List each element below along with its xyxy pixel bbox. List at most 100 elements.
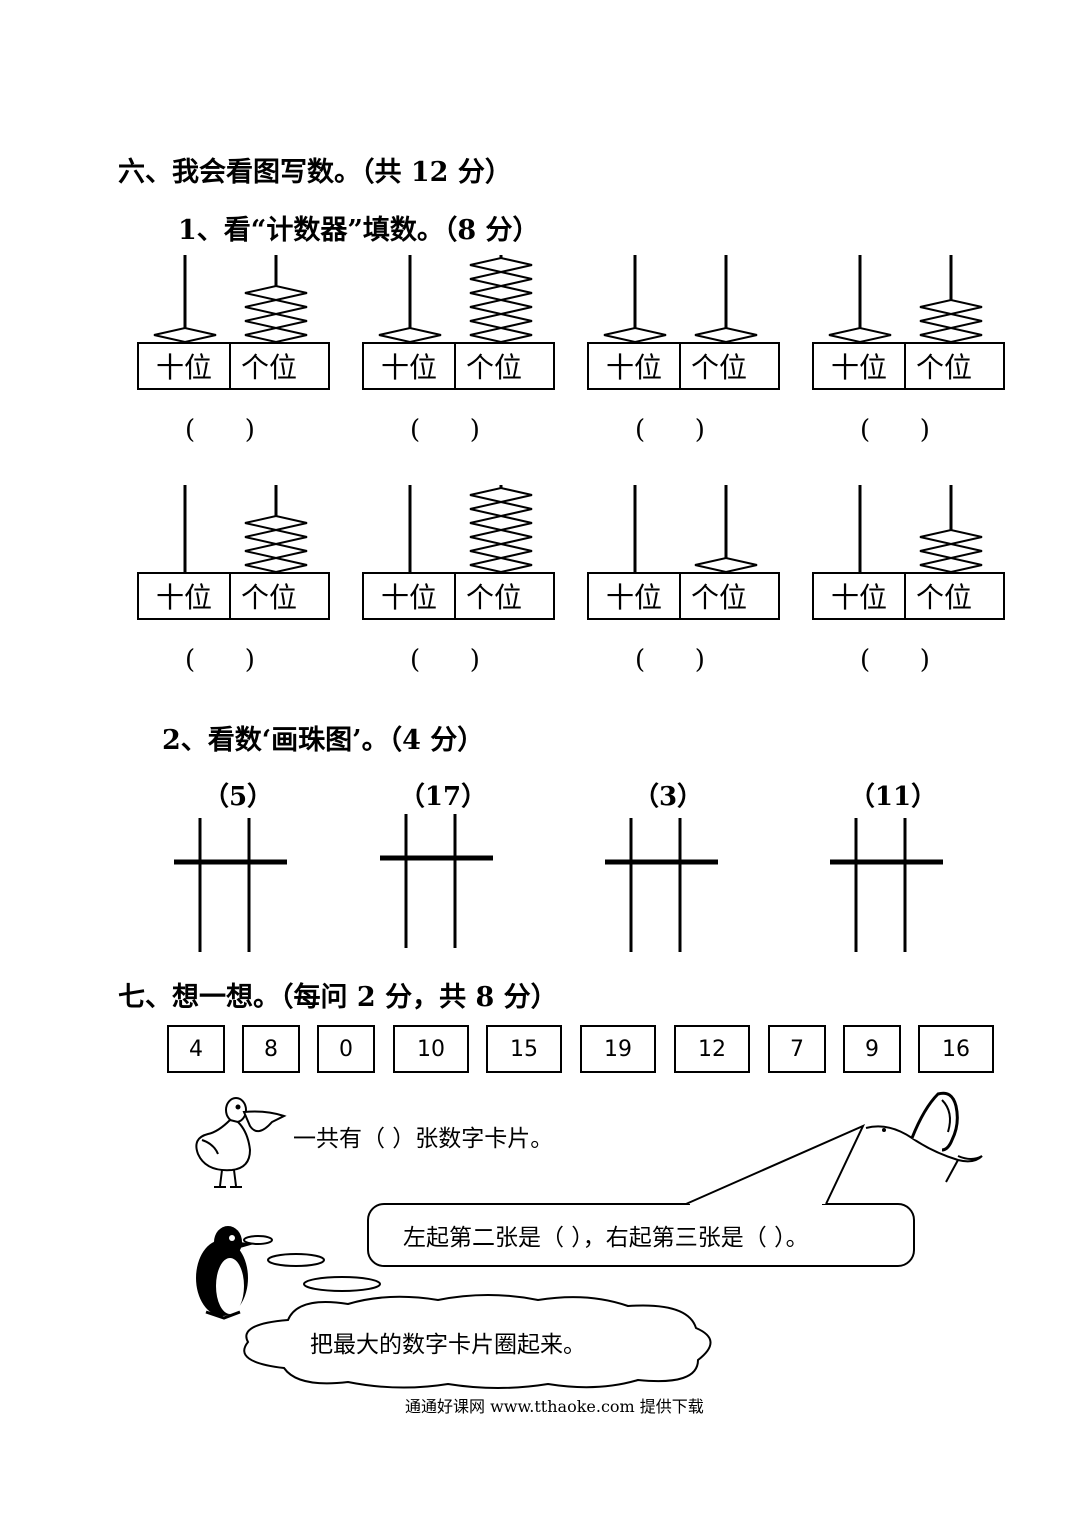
answer-blank[interactable]: ( ) xyxy=(410,645,480,675)
number-card[interactable]: 8 xyxy=(242,1025,300,1073)
seagull-icon xyxy=(865,1091,983,1183)
counter-rods xyxy=(603,255,758,344)
bead xyxy=(694,556,758,574)
section6-title: 六、我会看图写数。（共 12 分） xyxy=(118,157,512,188)
penguin-icon xyxy=(196,1226,254,1320)
bead xyxy=(469,514,533,532)
question-position: 左起第二张是（ ），右起第三张是（ ）。 xyxy=(403,1225,809,1251)
section7-title: 七、想一想。（每问 2 分，共 8 分） xyxy=(118,982,558,1013)
bead xyxy=(244,284,308,302)
counter-8: 十位 个位 ( ) xyxy=(812,485,1012,675)
bead xyxy=(469,284,533,302)
number-card[interactable]: 9 xyxy=(843,1025,901,1073)
part1-title: 1、看“计数器”填数。（8 分） xyxy=(178,215,540,246)
counter-5: 十位 个位 ( ) xyxy=(137,485,337,675)
question-count: 一共有（ ）张数字卡片。 xyxy=(293,1126,554,1152)
counter-7: 十位 个位 ( ) xyxy=(587,485,787,675)
tens-label: 十位 xyxy=(139,574,231,618)
number-card[interactable]: 0 xyxy=(317,1025,375,1073)
bead xyxy=(244,298,308,316)
bead xyxy=(919,542,983,560)
ones-label: 个位 xyxy=(241,581,298,614)
counter-rods xyxy=(153,255,308,344)
counter-box: 十位 个位 xyxy=(587,572,780,620)
number-card[interactable]: 10 xyxy=(393,1025,469,1073)
tens-label: 十位 xyxy=(589,574,681,618)
part2-title: 2、看数‘画珠图’。（4 分） xyxy=(162,725,485,756)
counter-rods xyxy=(633,485,758,574)
bead xyxy=(919,556,983,574)
counter-4: 十位 个位 ( ) xyxy=(812,255,1012,445)
ones-label: 个位 xyxy=(916,581,973,614)
bead xyxy=(469,298,533,316)
footer-text: 通通好课网 www.tthaoke.com 提供下载 xyxy=(405,1397,704,1416)
answer-blank[interactable]: ( ) xyxy=(410,415,480,445)
answer-blank[interactable]: ( ) xyxy=(635,415,705,445)
tens-label: 十位 xyxy=(364,344,456,388)
number-card[interactable]: 16 xyxy=(918,1025,994,1073)
bead xyxy=(919,298,983,316)
answer-blank[interactable]: ( ) xyxy=(860,645,930,675)
bead xyxy=(469,256,533,274)
tens-label: 十位 xyxy=(589,344,681,388)
bead-number: （17） xyxy=(398,782,488,812)
bead xyxy=(244,312,308,330)
bead-drawing-3: （3） xyxy=(580,776,780,952)
bead-rods-icon xyxy=(380,814,493,948)
bead xyxy=(469,312,533,330)
bead-number: （3） xyxy=(632,782,704,812)
counter-box: 十位 个位 xyxy=(362,572,555,620)
answer-blank[interactable]: ( ) xyxy=(185,415,255,445)
number-card[interactable]: 7 xyxy=(768,1025,826,1073)
counter-6: 十位 个位 ( ) xyxy=(362,485,562,675)
bead xyxy=(244,556,308,574)
ones-label: 个位 xyxy=(466,351,523,384)
counter-box: 十位 个位 xyxy=(587,342,780,390)
bead xyxy=(469,270,533,288)
ones-label: 个位 xyxy=(691,351,748,384)
number-card[interactable]: 4 xyxy=(167,1025,225,1073)
bead xyxy=(469,326,533,344)
counter-box: 十位 个位 xyxy=(137,572,330,620)
counter-3: 十位 个位 ( ) xyxy=(587,255,787,445)
speech-bubble xyxy=(367,1124,915,1267)
number-card[interactable]: 15 xyxy=(486,1025,562,1073)
thought-bubbles xyxy=(243,1235,381,1292)
answer-blank[interactable]: ( ) xyxy=(185,645,255,675)
bead-rods-icon xyxy=(605,818,718,952)
bead xyxy=(153,326,217,344)
answer-blank[interactable]: ( ) xyxy=(860,415,930,445)
question-circle: 把最大的数字卡片圈起来。 xyxy=(310,1332,586,1358)
bead xyxy=(919,312,983,330)
counter-rods xyxy=(183,485,308,574)
ones-label: 个位 xyxy=(241,351,298,384)
tens-label: 十位 xyxy=(814,574,906,618)
ones-label: 个位 xyxy=(691,581,748,614)
bead xyxy=(469,486,533,504)
bead xyxy=(244,326,308,344)
cloud-bubble xyxy=(243,1294,712,1389)
counter-box: 十位 个位 xyxy=(812,342,1005,390)
counter-rods xyxy=(858,485,983,574)
bead xyxy=(244,528,308,546)
answer-blank[interactable]: ( ) xyxy=(635,645,705,675)
counter-rods xyxy=(378,255,533,344)
counter-1: 十位 个位 ( ) xyxy=(137,255,337,445)
bead-drawing-4: （11） xyxy=(805,776,1005,952)
bead-rods-icon xyxy=(830,818,943,952)
bead-drawing-1: （5） xyxy=(150,776,350,952)
tens-label: 十位 xyxy=(814,344,906,388)
ones-label: 个位 xyxy=(916,351,973,384)
counter-2: 十位 个位 ( ) xyxy=(362,255,562,445)
counter-box: 十位 个位 xyxy=(812,572,1005,620)
bead xyxy=(244,514,308,532)
bead-number: （11） xyxy=(848,782,938,812)
bead xyxy=(694,326,758,344)
bead-rods-icon xyxy=(174,818,287,952)
bead xyxy=(603,326,667,344)
bead xyxy=(244,542,308,560)
counter-box: 十位 个位 xyxy=(137,342,330,390)
bead xyxy=(919,326,983,344)
number-card[interactable]: 19 xyxy=(580,1025,656,1073)
number-card[interactable]: 12 xyxy=(674,1025,750,1073)
